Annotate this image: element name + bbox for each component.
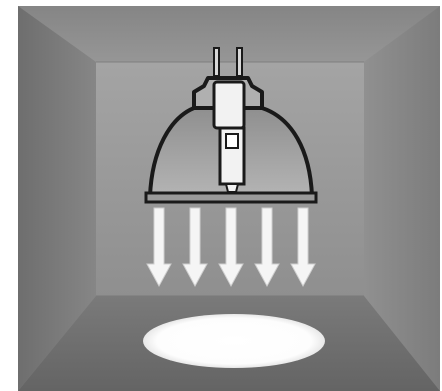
capsule-filament — [226, 134, 238, 148]
capsule-body — [214, 82, 244, 128]
lamp-pin-left — [214, 48, 219, 76]
lamp-pin-right — [237, 48, 242, 76]
capsule-tip — [226, 184, 238, 192]
lamp-capsule — [214, 82, 244, 192]
light-spot — [143, 314, 325, 368]
lamp-rim — [146, 193, 316, 202]
